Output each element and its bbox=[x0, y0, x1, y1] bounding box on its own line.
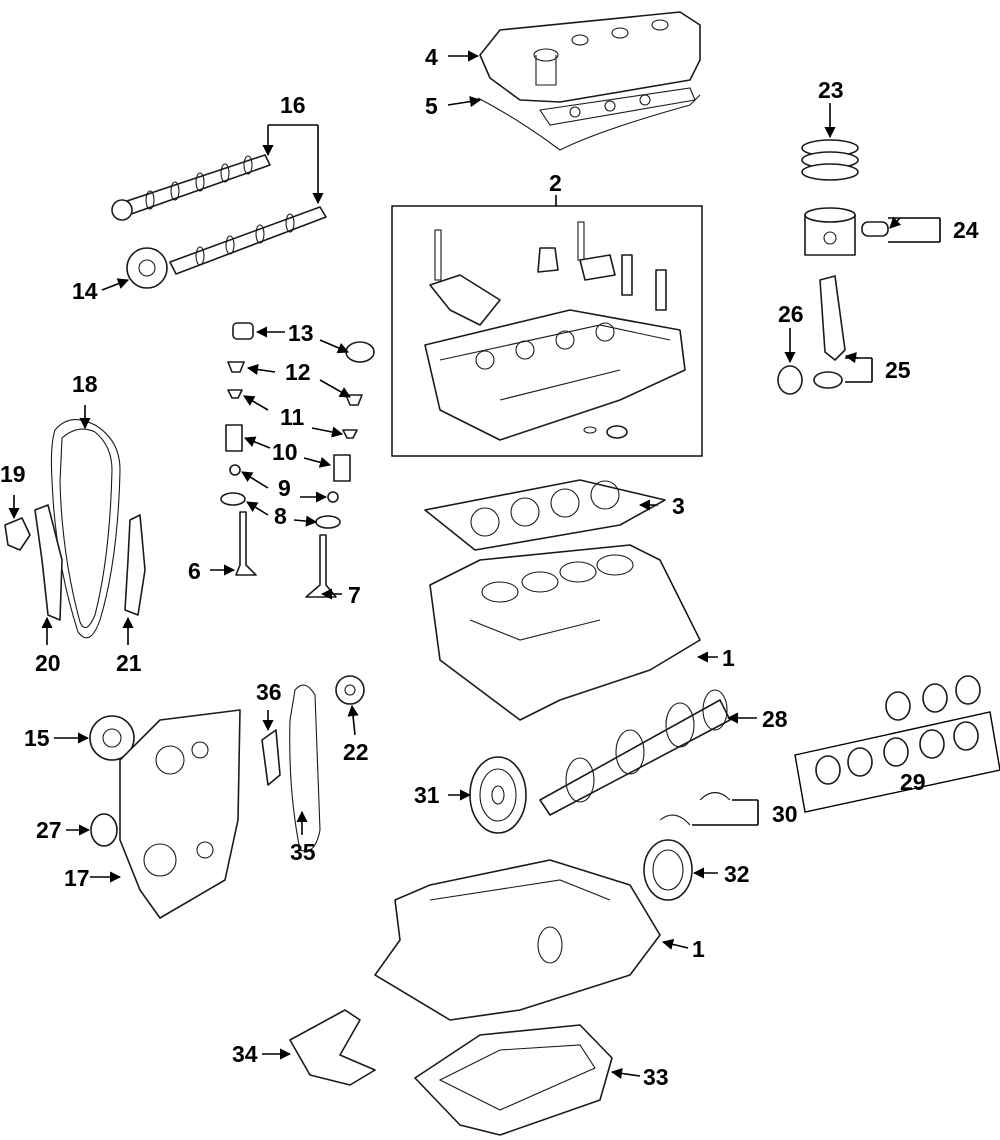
callout-1-oilpan: 1 bbox=[692, 936, 705, 962]
crank-sprocket bbox=[89, 715, 135, 761]
piston-rings bbox=[801, 139, 859, 181]
cylinder-head-cover bbox=[479, 11, 701, 103]
chain-slipper bbox=[261, 729, 281, 786]
callout-15: 15 bbox=[24, 725, 50, 751]
rod-bearing bbox=[777, 365, 803, 395]
camshafts bbox=[111, 154, 327, 275]
cylinder-head-gasket bbox=[424, 479, 666, 551]
callout-30: 30 bbox=[772, 801, 798, 827]
thrust-washer-upper bbox=[699, 791, 731, 801]
callout-16: 16 bbox=[280, 92, 306, 118]
valve-train-parts bbox=[220, 322, 375, 598]
callout-32: 32 bbox=[724, 861, 750, 887]
drive-chain bbox=[289, 684, 321, 852]
callout-21: 21 bbox=[116, 650, 142, 676]
callout-4: 4 bbox=[425, 44, 438, 70]
callout-9: 9 bbox=[278, 475, 291, 501]
chain-guide-left bbox=[34, 504, 63, 621]
callout-14: 14 bbox=[72, 278, 98, 304]
rear-oil-seal bbox=[643, 839, 693, 901]
pump-gear bbox=[335, 675, 365, 705]
crankshaft bbox=[539, 689, 731, 816]
connecting-rod bbox=[819, 275, 846, 361]
oil-pan-lower bbox=[414, 1024, 613, 1136]
callout-8: 8 bbox=[274, 503, 287, 529]
cylinder-block bbox=[429, 544, 701, 721]
callout-29: 29 bbox=[900, 769, 926, 795]
leader-lines bbox=[8, 50, 941, 1079]
callout-25: 25 bbox=[885, 357, 911, 383]
callout-7: 7 bbox=[348, 582, 361, 608]
timing-chain bbox=[50, 419, 121, 639]
callout-33: 33 bbox=[643, 1064, 669, 1090]
callout-6: 6 bbox=[188, 558, 201, 584]
callout-2: 2 bbox=[549, 170, 562, 196]
oil-pan-upper bbox=[374, 859, 661, 1021]
callout-labels: 1 1 2 3 4 5 6 7 8 9 10 11 12 13 14 15 16… bbox=[0, 44, 979, 1090]
callout-34: 34 bbox=[232, 1041, 258, 1067]
timing-chain-cover bbox=[119, 709, 241, 919]
callout-27: 27 bbox=[36, 817, 62, 843]
callout-19: 19 bbox=[0, 461, 26, 487]
callout-17: 17 bbox=[64, 865, 90, 891]
main-bearings bbox=[794, 675, 1000, 813]
callout-3: 3 bbox=[672, 493, 685, 519]
callout-28: 28 bbox=[762, 706, 788, 732]
callout-20: 20 bbox=[35, 650, 61, 676]
callout-13: 13 bbox=[288, 320, 314, 346]
callout-36: 36 bbox=[256, 679, 282, 705]
chain-tensioner bbox=[4, 517, 31, 551]
callout-22: 22 bbox=[343, 739, 369, 765]
callout-10: 10 bbox=[272, 439, 298, 465]
callout-11: 11 bbox=[280, 404, 305, 430]
callout-26: 26 bbox=[778, 301, 804, 327]
callout-23: 23 bbox=[818, 77, 844, 103]
piston bbox=[804, 207, 889, 256]
rod-cap bbox=[813, 371, 843, 389]
crankshaft-pulley bbox=[469, 756, 527, 834]
cylinder-head-kit-box bbox=[391, 205, 703, 457]
front-oil-seal bbox=[90, 813, 118, 847]
oil-strainer bbox=[289, 1009, 376, 1086]
cylinder-head bbox=[424, 221, 686, 441]
callout-18: 18 bbox=[72, 371, 98, 397]
callout-5: 5 bbox=[425, 93, 438, 119]
callout-35: 35 bbox=[290, 839, 316, 865]
callout-31: 31 bbox=[414, 782, 440, 808]
cover-gasket bbox=[477, 87, 701, 151]
camshaft-sprocket bbox=[126, 247, 168, 289]
callout-1-block: 1 bbox=[722, 645, 735, 671]
callout-24: 24 bbox=[953, 217, 979, 243]
callout-12: 12 bbox=[285, 359, 311, 385]
thrust-washer-lower bbox=[659, 814, 691, 826]
chain-guide-right bbox=[124, 514, 146, 616]
